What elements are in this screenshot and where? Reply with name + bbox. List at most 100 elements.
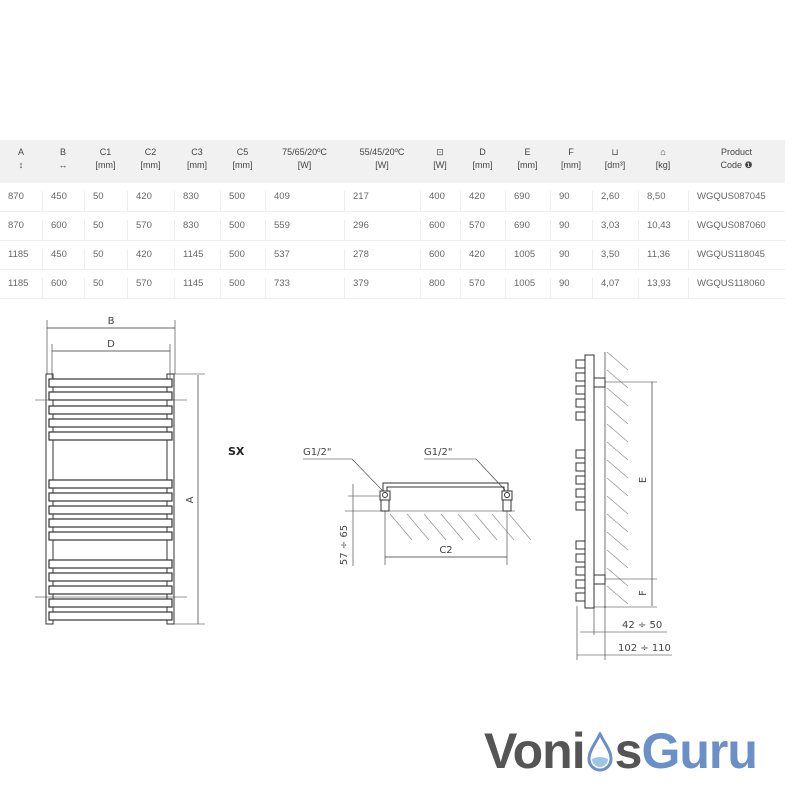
bar-profile xyxy=(575,553,586,563)
logo-text-3: Guru xyxy=(641,723,757,779)
bar-profile xyxy=(575,579,586,589)
table-cell: 500 xyxy=(220,249,265,269)
table-cell: 559 xyxy=(265,220,344,240)
bar-profile xyxy=(575,359,586,369)
table-cell: 3,50 xyxy=(592,249,638,269)
column-header: ⊡[W] xyxy=(420,146,460,172)
table-cell: 690 xyxy=(505,220,550,240)
table-cell: 50 xyxy=(84,220,127,240)
spec-table: A↕B↔C1[mm]C2[mm]C3[mm]C5[mm]75/65/20ºC[W… xyxy=(0,140,785,299)
towel-bar xyxy=(48,585,173,595)
table-cell: 570 xyxy=(460,278,505,298)
bottom-view: G1/2" G1/2" 57 ÷ 65 C2 xyxy=(303,447,532,566)
header-line-1: 55/45/20ºC xyxy=(359,147,405,157)
towel-bar xyxy=(48,479,173,489)
dim-a-label: A xyxy=(185,496,196,503)
header-line-1: B xyxy=(59,147,66,157)
table-cell: 600 xyxy=(420,220,460,240)
towel-bar xyxy=(48,378,173,388)
header-line-2: [mm] xyxy=(187,160,207,170)
table-cell: 830 xyxy=(174,220,220,240)
front-view: B D A SX xyxy=(35,316,245,625)
wall-distance-label: 42 ÷ 50 xyxy=(622,620,662,631)
header-line-1: C1 xyxy=(99,147,112,157)
table-cell: 50 xyxy=(84,191,127,211)
table-cell: WGQUS087045 xyxy=(688,191,785,211)
header-line-1: ⊔ xyxy=(611,147,619,157)
water-drop-icon xyxy=(587,732,613,772)
table-cell: 420 xyxy=(127,191,174,211)
header-line-2: [mm] xyxy=(561,160,581,170)
logo-text-1: Voni xyxy=(484,723,586,779)
total-depth-label: 102 ÷ 110 xyxy=(618,643,671,654)
dim-b-label: B xyxy=(108,316,115,327)
header-line-2: [W] xyxy=(375,160,389,170)
header-line-1: C2 xyxy=(144,147,157,157)
column-header: 55/45/20ºC [W] xyxy=(344,146,420,172)
towel-bar xyxy=(48,431,173,441)
table-cell: 90 xyxy=(550,278,592,298)
table-cell: 1185 xyxy=(8,278,29,289)
table-cell: 3,03 xyxy=(592,220,638,240)
header-line-1: D xyxy=(479,147,486,157)
table-cell: 500 xyxy=(220,191,265,211)
side-view: E F 42 ÷ 50 102 ÷ 110 xyxy=(575,351,672,660)
dim-d-label: D xyxy=(107,339,115,350)
table-cell: 400 xyxy=(420,191,460,211)
column-header: 75/65/20ºC[W] xyxy=(265,146,344,172)
technical-drawings: B D A SX G1/2" G1/2" 57 ÷ 65 C2 E F 42 ÷… xyxy=(35,316,672,660)
table-cell: 8,50 xyxy=(638,191,688,211)
table-cell: 50 xyxy=(84,249,127,269)
towel-bar xyxy=(48,418,173,428)
table-cell: 90 xyxy=(550,191,592,211)
connection-label-left: G1/2" xyxy=(303,447,331,458)
table-cell: 420 xyxy=(460,249,505,269)
towel-bar xyxy=(48,391,173,401)
column-header: C2[mm] xyxy=(127,146,174,172)
bar-profile xyxy=(575,592,586,602)
bar-profile xyxy=(575,501,586,511)
table-cell: WGQUS118045 xyxy=(688,249,785,269)
table-cell: 420 xyxy=(460,191,505,211)
towel-bar xyxy=(48,572,173,582)
table-cell: 4,07 xyxy=(592,278,638,298)
table-cell: 2,60 xyxy=(592,191,638,211)
column-header: A↕ xyxy=(0,146,42,172)
table-cell: 870 xyxy=(8,220,24,231)
table-cell: 570 xyxy=(127,220,174,240)
table-cell: 570 xyxy=(460,220,505,240)
table-cell: 800 xyxy=(420,278,460,298)
table-cell: 420 xyxy=(127,249,174,269)
towel-bar xyxy=(48,518,173,528)
towel-bar xyxy=(48,405,173,415)
header-line-2: [dm³] xyxy=(604,160,626,170)
header-line-2: [kg] xyxy=(655,160,671,170)
header-line-1: E xyxy=(524,147,531,157)
logo-text-2: s xyxy=(614,723,643,779)
table-header: A↕B↔C1[mm]C2[mm]C3[mm]C5[mm]75/65/20ºC[W… xyxy=(0,140,785,183)
table-cell: 90 xyxy=(550,220,592,240)
header-line-2: [mm] xyxy=(232,160,253,170)
bar-profile xyxy=(575,372,586,382)
table-cell: 90 xyxy=(550,249,592,269)
table-cell: 690 xyxy=(505,191,550,211)
column-header: E[mm] xyxy=(505,146,550,172)
header-line-1: C5 xyxy=(236,147,249,157)
table-cell: 296 xyxy=(344,220,420,240)
table-cell: 50 xyxy=(84,278,127,298)
header-line-1: A xyxy=(17,147,24,157)
towel-bar xyxy=(48,559,173,569)
height-label: 57 ÷ 65 xyxy=(339,525,350,565)
column-header: C5 [mm] xyxy=(220,146,265,172)
header-line-2: [W] xyxy=(433,160,447,170)
header-line-1: Product xyxy=(720,147,753,157)
column-header: F[mm] xyxy=(550,146,592,172)
table-cell: 600 xyxy=(42,278,84,298)
table-cell: 600 xyxy=(420,249,460,269)
bar-profile xyxy=(575,385,586,395)
table-cell: 870 xyxy=(8,191,24,202)
column-header: ⊔ [dm³] xyxy=(592,146,638,172)
header-line-2: [mm] xyxy=(472,160,493,170)
